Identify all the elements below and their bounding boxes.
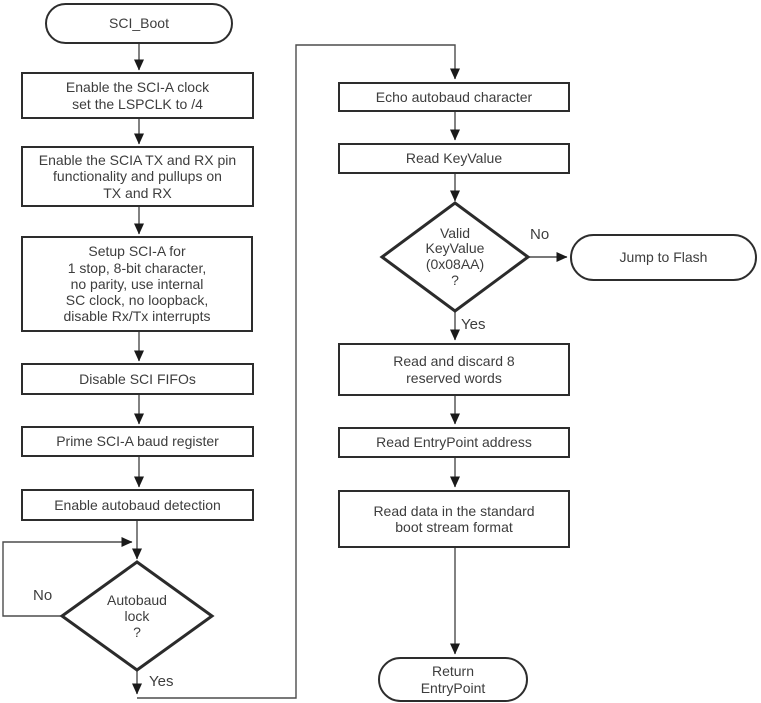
branch-label-keyvalue-no: No — [530, 226, 550, 243]
node-read-entrypoint-address: Read EntryPoint address — [338, 427, 570, 458]
node-jump-to-flash: Jump to Flash — [570, 234, 757, 281]
branch-label-keyvalue-yes: Yes — [461, 316, 486, 333]
node-read-data-boot-stream: Read data in the standard boot stream fo… — [338, 490, 570, 548]
node-prime-sci-a-baud-register: Prime SCI-A baud register — [21, 426, 254, 457]
node-echo-autobaud-character: Echo autobaud character — [338, 82, 570, 112]
node-return-entrypoint: Return EntryPoint — [378, 657, 528, 702]
decision-valid-keyvalue-label: Valid KeyValue (0x08AA) ? — [425, 224, 485, 288]
node-enable-scia-tx-rx-pins: Enable the SCIA TX and RX pin functional… — [21, 146, 254, 207]
node-disable-sci-fifos: Disable SCI FIFOs — [21, 363, 254, 395]
decision-autobaud-lock-label: Autobaud lock ? — [107, 592, 167, 640]
node-setup-sci-a: Setup SCI-A for 1 stop, 8-bit character,… — [21, 236, 253, 332]
decision-autobaud-lock-shape — [59, 560, 215, 672]
node-enable-sci-a-clock: Enable the SCI-A clock set the LSPCLK to… — [21, 72, 254, 119]
node-read-keyvalue: Read KeyValue — [338, 143, 570, 174]
node-enable-autobaud-detection: Enable autobaud detection — [21, 489, 254, 521]
connector-yes-to-echo — [137, 44, 460, 699]
node-read-discard-reserved-words: Read and discard 8 reserved words — [338, 343, 570, 396]
node-sci-boot-start: SCI_Boot — [45, 3, 233, 44]
connector-autobaud-no-loop — [2, 537, 133, 617]
decision-valid-keyvalue-shape — [379, 201, 531, 313]
branch-label-autobaud-yes: Yes — [149, 673, 174, 690]
branch-label-autobaud-no: No — [33, 587, 53, 604]
